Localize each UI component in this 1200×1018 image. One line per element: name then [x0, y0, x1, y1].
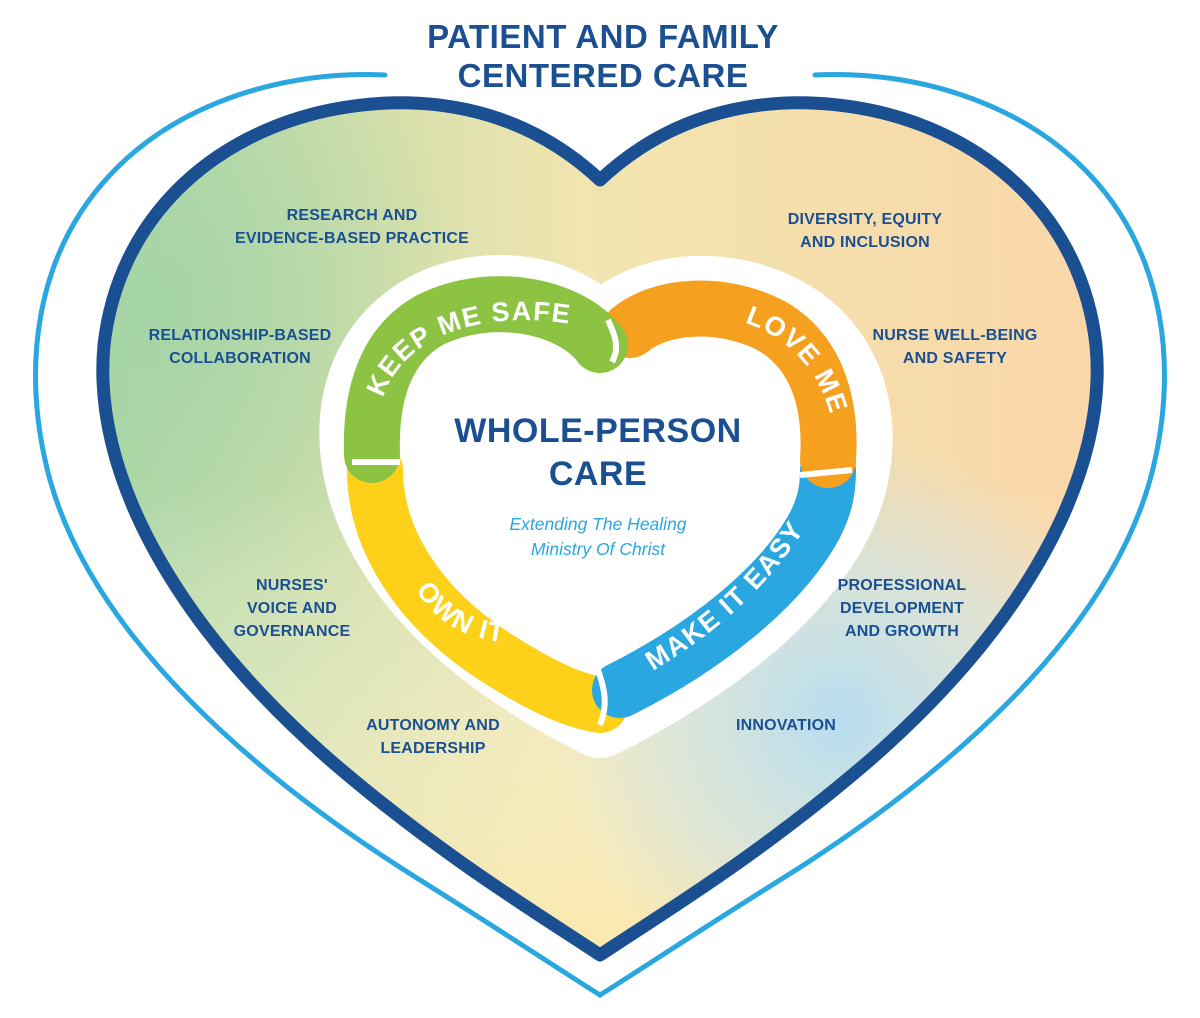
label-professional-line3: AND GROWTH — [845, 623, 959, 640]
label-nurses-voice-line3: GOVERNANCE — [234, 623, 351, 640]
label-nurse-wellbeing-line2: AND SAFETY — [903, 350, 1007, 367]
label-autonomy-line2: LEADERSHIP — [380, 740, 485, 757]
label-diversity-line2: AND INCLUSION — [800, 234, 930, 251]
segment-divider — [595, 669, 608, 727]
label-relationship-line1: RELATIONSHIP-BASED — [149, 327, 332, 344]
navy-heart-outline — [96, 96, 1104, 962]
segment-divider — [799, 467, 853, 478]
segment-keep-me-safe-band — [343, 276, 628, 483]
label-professional-line2: DEVELOPMENT — [840, 600, 964, 617]
segment-divider — [605, 318, 620, 364]
segment-own-it-band — [347, 442, 628, 733]
label-autonomy-line1: AUTONOMY AND — [366, 717, 500, 734]
segment-love-me-band — [602, 280, 857, 488]
label-relationship-line2: COLLABORATION — [169, 350, 311, 367]
segment-make-it-easy-band — [592, 442, 856, 718]
center-subtitle-line2: Ministry Of Christ — [531, 539, 666, 559]
label-nurse-wellbeing-line1: NURSE WELL-BEING — [873, 327, 1038, 344]
title-line1: PATIENT AND FAMILY — [427, 18, 779, 55]
label-innovation: INNOVATION — [736, 717, 836, 734]
title-line2: CENTERED CARE — [458, 57, 749, 94]
center-subtitle-line1: Extending The Healing — [509, 514, 686, 534]
label-professional-line1: PROFESSIONAL — [838, 577, 967, 594]
label-diversity-line1: DIVERSITY, EQUITY — [788, 211, 943, 228]
center-title-line1: WHOLE-PERSON — [454, 412, 741, 450]
label-nurses-voice-line1: NURSES' — [256, 577, 328, 594]
outer-heart-outline — [33, 71, 1167, 998]
label-nurses-voice-line2: VOICE AND — [247, 600, 337, 617]
label-research-line1: RESEARCH AND — [287, 207, 418, 224]
label-research-line2: EVIDENCE-BASED PRACTICE — [235, 230, 469, 247]
center-title-line2: CARE — [549, 455, 647, 493]
